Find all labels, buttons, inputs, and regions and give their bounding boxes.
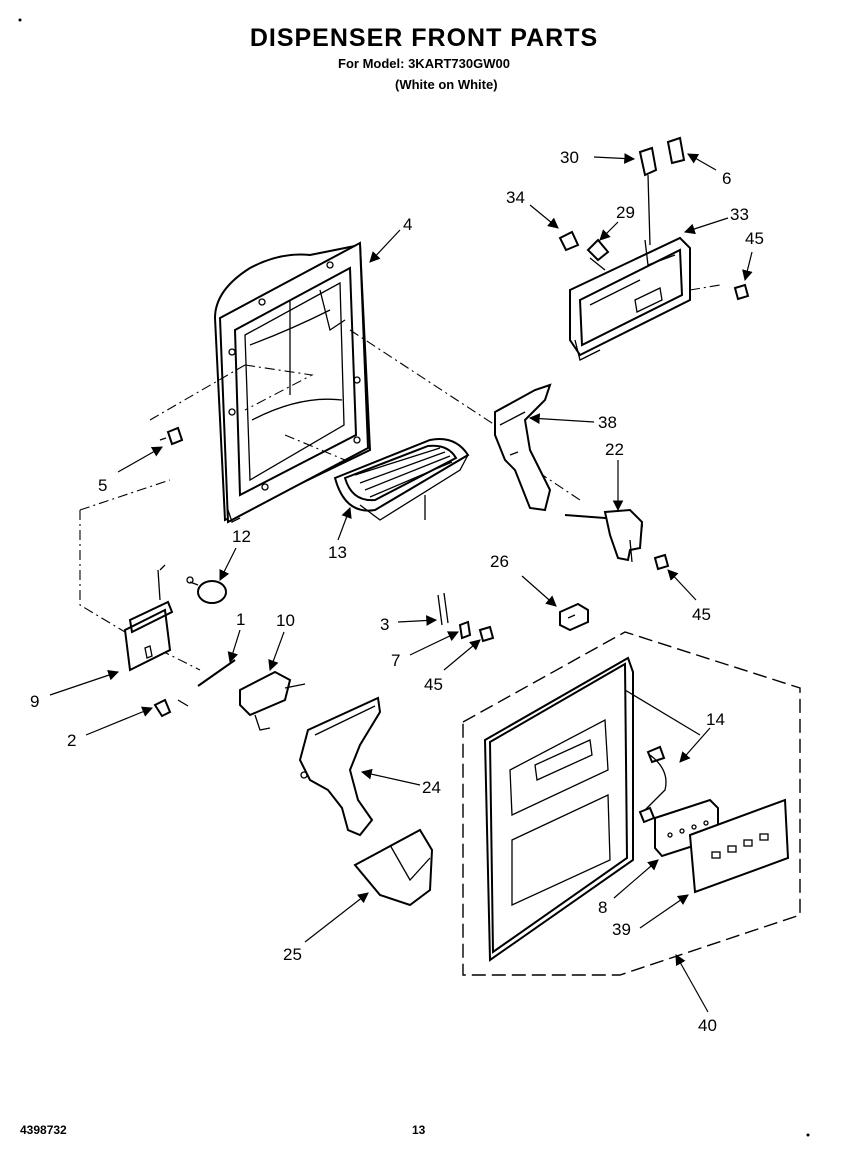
part-7-plate bbox=[458, 620, 472, 640]
document-number: 4398732 bbox=[20, 1123, 67, 1137]
part-33-bracket bbox=[569, 236, 691, 361]
callout-34: 34 bbox=[506, 188, 525, 207]
part-39-overlay bbox=[688, 798, 790, 894]
leader-lines bbox=[49, 153, 753, 1013]
part-45-screw-upper bbox=[733, 283, 750, 301]
part-45-screw-lower bbox=[478, 625, 495, 643]
callout-8: 8 bbox=[598, 898, 607, 917]
callout-13: 13 bbox=[328, 543, 347, 562]
corner-dot-top bbox=[18, 18, 22, 22]
part-38-actuator bbox=[494, 383, 552, 512]
callout-1: 1 bbox=[236, 610, 245, 629]
callout-6: 6 bbox=[722, 169, 731, 188]
callout-45-mid: 45 bbox=[692, 605, 711, 624]
part-1-pin bbox=[197, 659, 236, 687]
part-10-hinge bbox=[239, 670, 306, 731]
callout-2: 2 bbox=[67, 731, 76, 750]
part-12-solenoid bbox=[186, 576, 227, 604]
assembly-lines bbox=[79, 284, 721, 671]
part-24-ice-paddle bbox=[298, 696, 382, 837]
model-line: For Model: 3KART730GW00 bbox=[338, 56, 510, 71]
part-26-switch bbox=[559, 602, 589, 632]
callout-14: 14 bbox=[706, 710, 725, 729]
callout-4: 4 bbox=[403, 215, 412, 234]
part-40-front-assembly bbox=[462, 631, 801, 976]
part-13-drip-tray bbox=[333, 438, 470, 521]
callout-12: 12 bbox=[232, 527, 251, 546]
callout-labels: 30 6 34 29 33 45 4 5 38 22 13 12 26 45 3… bbox=[30, 148, 764, 1035]
part-45-screw-mid bbox=[653, 553, 670, 571]
part-29-socket bbox=[586, 238, 610, 271]
part-2-clip bbox=[153, 698, 189, 718]
corner-dot-bottom bbox=[806, 1133, 810, 1137]
callout-38: 38 bbox=[598, 413, 617, 432]
part-3-spring bbox=[437, 592, 449, 626]
part-4-housing bbox=[213, 241, 372, 524]
callout-5: 5 bbox=[98, 476, 107, 495]
callout-10: 10 bbox=[276, 611, 295, 630]
callout-33: 33 bbox=[730, 205, 749, 224]
callout-24: 24 bbox=[422, 778, 441, 797]
callout-9: 9 bbox=[30, 692, 39, 711]
part-22-lever bbox=[564, 508, 644, 563]
callout-45-upper: 45 bbox=[745, 229, 764, 248]
callout-25: 25 bbox=[283, 945, 302, 964]
part-30-clip bbox=[638, 146, 658, 246]
callout-22: 22 bbox=[605, 440, 624, 459]
part-9-module bbox=[123, 564, 174, 672]
callout-45-lower: 45 bbox=[424, 675, 443, 694]
callout-26: 26 bbox=[490, 552, 509, 571]
color-line: (White on White) bbox=[395, 77, 498, 92]
callout-40: 40 bbox=[698, 1016, 717, 1035]
callout-29: 29 bbox=[616, 203, 635, 222]
part-6-pad bbox=[666, 136, 686, 165]
callout-7: 7 bbox=[391, 651, 400, 670]
callout-30: 30 bbox=[560, 148, 579, 167]
part-5-screw bbox=[159, 426, 184, 446]
diagram-title: DISPENSER FRONT PARTS bbox=[249, 24, 599, 52]
part-25-chute-cup bbox=[353, 828, 434, 907]
part-34-lamp bbox=[558, 230, 580, 252]
part-14-wire-harness bbox=[638, 745, 667, 824]
callout-39: 39 bbox=[612, 920, 631, 939]
page-number: 13 bbox=[412, 1123, 426, 1137]
callout-3: 3 bbox=[380, 615, 389, 634]
